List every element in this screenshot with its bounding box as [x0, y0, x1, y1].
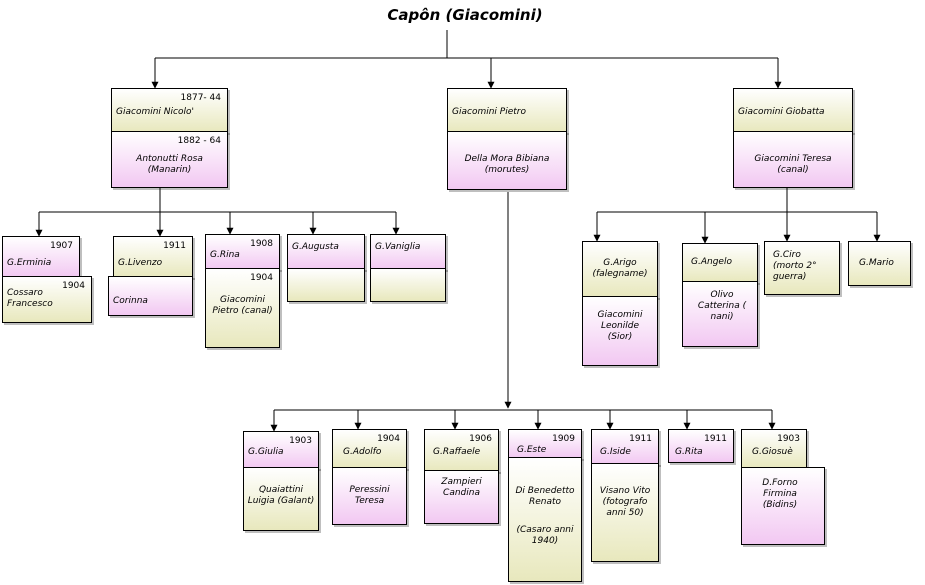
card-year: 1911: [163, 241, 186, 251]
card-teresa: Giacomini Teresa (canal): [733, 131, 853, 188]
card-year: 1906: [469, 434, 492, 444]
card-name: G.Ciro (morto 2° guerra): [773, 250, 817, 282]
card-year: 1911: [704, 434, 727, 444]
card-rina: 1908 G.Rina: [205, 234, 280, 270]
card-name: Di Benedetto Renato: [515, 486, 575, 507]
card-year: 1877- 44: [180, 93, 221, 103]
card-name: Giacomini Nicolo': [116, 107, 194, 117]
card-giosue: 1903 G.Giosuè: [741, 429, 807, 469]
diagram-title: Capôn (Giacomini): [387, 6, 543, 24]
card-bibiana: Della Mora Bibiana (morutes): [447, 131, 567, 190]
card-name: Cossaro Francesco: [7, 288, 53, 309]
card-note: (Casaro anni 1940): [516, 525, 574, 546]
card-name: G.Angelo: [691, 257, 732, 267]
card-ciro: G.Ciro (morto 2° guerra): [764, 241, 840, 295]
card-angelo: G.Angelo: [682, 243, 758, 283]
card-name: Corinna: [113, 296, 148, 306]
card-augusta-top: G.Augusta: [287, 234, 365, 270]
card-name: G.Giulia: [248, 447, 284, 457]
card-rita: 1911 G.Rita: [668, 429, 734, 463]
card-year: 1903: [289, 436, 312, 446]
card-name: D.Forno Firmina (Bidins): [762, 478, 798, 510]
card-iside: 1911 G.Iside: [591, 429, 659, 465]
card-arigo: G.Arigo (falegname): [582, 241, 658, 298]
card-raffaele: 1906 G.Raffaele: [424, 429, 499, 472]
card-gpietro: 1904 Giacomini Pietro (canal): [205, 268, 280, 348]
card-name: Visano Vito (fotografo anni 50): [599, 486, 651, 518]
card-cossaro: 1904 Cossaro Francesco: [2, 276, 92, 323]
card-name: Peressini Teresa: [349, 485, 390, 506]
card-name: G.Raffaele: [433, 447, 481, 457]
card-year: 1904: [377, 434, 400, 444]
card-year: 1904: [250, 273, 273, 283]
card-name: Giacomini Pietro: [452, 107, 526, 117]
card-name: G.Este: [517, 445, 547, 455]
card-name: G.Erminia: [7, 258, 52, 268]
card-dibenedetto: Di Benedetto Renato (Casaro anni 1940): [508, 457, 582, 582]
card-dforno: D.Forno Firmina (Bidins): [741, 467, 825, 545]
card-name: Quaiattini Luigia (Galant): [247, 485, 315, 506]
card-name: G.Iside: [600, 447, 631, 457]
card-adolfo: 1904 G.Adolfo: [332, 429, 407, 469]
card-name: G.Giosuè: [752, 447, 793, 457]
card-augusta-bottom: [287, 268, 365, 302]
card-corinna: Corinna: [108, 276, 193, 316]
card-name: G.Mario: [859, 258, 894, 268]
card-name: Antonutti Rosa (Manarin): [136, 154, 203, 175]
card-vaniglia-top: G.Vaniglia: [370, 234, 446, 270]
card-name: G.Rita: [675, 447, 703, 457]
card-rosa: 1882 - 64 Antonutti Rosa (Manarin): [111, 131, 228, 188]
card-name: Zampieri Candina: [441, 477, 482, 498]
card-livenzo: 1911 G.Livenzo: [113, 236, 193, 278]
card-visano: Visano Vito (fotografo anni 50): [591, 463, 659, 562]
card-name: G.Vaniglia: [375, 242, 421, 252]
card-year: 1903: [777, 434, 800, 444]
card-year: 1882 - 64: [177, 136, 221, 146]
card-name: Giacomini Pietro (canal): [212, 295, 273, 316]
card-name: Olivo Catterina ( nani): [697, 290, 747, 322]
card-name: Giacomini Teresa (canal): [754, 154, 832, 175]
card-quaiattini: Quaiattini Luigia (Galant): [243, 467, 319, 531]
card-name: Della Mora Bibiana (morutes): [464, 154, 550, 175]
card-name: G.Arigo (falegname): [592, 258, 648, 279]
card-leonilde: Giacomini Leonilde (Sior): [582, 296, 658, 366]
card-giobatta: Giacomini Giobatta: [733, 88, 853, 133]
card-giulia: 1903 G.Giulia: [243, 431, 319, 469]
card-peressini: Peressini Teresa: [332, 467, 407, 525]
card-zampieri: Zampieri Candina: [424, 470, 499, 524]
card-name: Giacomini Giobatta: [738, 107, 825, 117]
card-year: 1909: [552, 434, 575, 444]
card-name: Giacomini Leonilde (Sior): [597, 310, 643, 342]
card-pietro: Giacomini Pietro: [447, 88, 567, 133]
card-vaniglia-bottom: [370, 268, 446, 302]
card-year: 1908: [250, 239, 273, 249]
card-name: G.Rina: [210, 250, 240, 260]
card-year: 1911: [629, 434, 652, 444]
card-olivo: Olivo Catterina ( nani): [682, 281, 758, 347]
card-este: 1909 G.Este: [508, 429, 582, 459]
card-year: 1904: [62, 281, 85, 291]
card-mario: G.Mario: [848, 241, 911, 286]
card-year: 1907: [50, 241, 73, 251]
card-name: G.Adolfo: [343, 447, 382, 457]
card-name: G.Livenzo: [118, 258, 163, 268]
card-name: G.Augusta: [292, 242, 339, 252]
card-erminia: 1907 G.Erminia: [2, 236, 80, 278]
card-nicolo: 1877- 44 Giacomini Nicolo': [111, 88, 228, 133]
